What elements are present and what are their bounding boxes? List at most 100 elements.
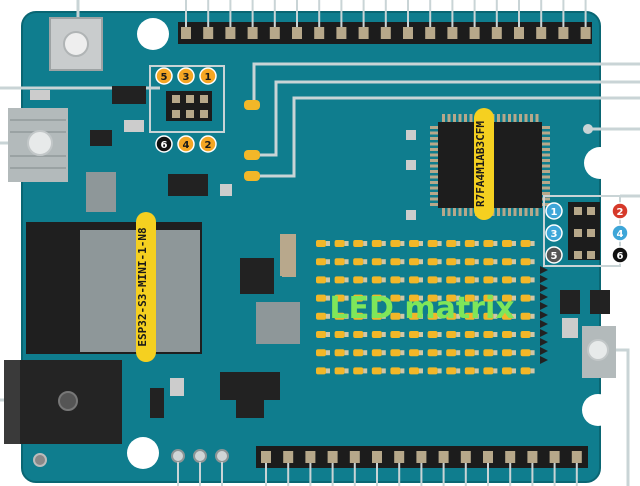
- status-leds: [244, 100, 260, 181]
- matrix-led-pad: [381, 350, 386, 356]
- mcu-pin: [540, 153, 550, 157]
- mcu-pin: [469, 206, 473, 216]
- icsp-pin-number: 2: [205, 140, 212, 151]
- matrix-led-pad: [344, 259, 349, 265]
- matrix-led: [390, 258, 401, 266]
- icsp-pin-number: 3: [183, 72, 190, 83]
- icsp-pin: [587, 207, 595, 215]
- mcu-pin: [513, 206, 517, 216]
- icsp-pin-number: 6: [161, 140, 168, 151]
- matrix-led: [427, 331, 438, 338]
- matrix-led: [390, 294, 401, 302]
- mcu-pin: [519, 114, 522, 124]
- matrix-led: [427, 276, 438, 284]
- matrix-led: [334, 294, 345, 302]
- matrix-led-pad: [419, 350, 423, 356]
- icsp-pin: [587, 251, 595, 259]
- matrix-led: [316, 294, 326, 302]
- header-pin: [372, 451, 382, 463]
- icsp-pin-marker: [611, 224, 629, 242]
- usb-c-connector-icon[interactable]: [8, 108, 68, 182]
- icsp-pin: [200, 95, 208, 103]
- icsp-pin-number: 4: [617, 229, 624, 240]
- mcu-pin: [430, 192, 440, 195]
- mounting-hole: [584, 147, 616, 179]
- matrix-led-pad: [437, 332, 442, 337]
- icsp-pin-number: 6: [617, 251, 624, 262]
- mcu-pin: [508, 114, 511, 124]
- esp32-module: ESP32-S3-MINI-1-N8: [26, 212, 202, 362]
- matrix-led: [353, 349, 364, 357]
- matrix-led-pad: [326, 241, 330, 246]
- header-pin: [394, 451, 405, 463]
- matrix-led-pad: [363, 350, 368, 356]
- icsp-pin-number: 5: [161, 72, 168, 83]
- mcu-pin: [540, 148, 550, 151]
- header-pin: [447, 27, 458, 39]
- mcu-pin: [447, 114, 451, 124]
- matrix-led: [334, 258, 345, 266]
- matrix-led: [371, 367, 382, 375]
- matrix-led-pad: [326, 295, 330, 301]
- matrix-led-pad: [530, 313, 535, 319]
- header-pin: [261, 451, 271, 463]
- matrix-led-pad: [326, 368, 330, 374]
- header-pin: [181, 27, 191, 39]
- mcu-pin: [530, 114, 533, 124]
- header-pin: [380, 27, 391, 39]
- matrix-led: [371, 276, 382, 284]
- matrix-led: [502, 240, 512, 247]
- matrix-led: [371, 258, 382, 266]
- header-pin: [469, 27, 480, 39]
- dc-power-jack-icon[interactable]: [4, 360, 122, 444]
- mcu-pin: [524, 206, 528, 216]
- matrix-led-pad: [344, 295, 349, 301]
- icsp-pin-number: 5: [551, 251, 558, 262]
- matrix-led: [316, 240, 326, 247]
- matrix-led: [502, 331, 512, 338]
- matrix-led-pad: [530, 259, 535, 265]
- matrix-led: [446, 294, 457, 302]
- matrix-led-pad: [512, 277, 516, 283]
- matrix-led-pad: [419, 241, 423, 246]
- matrix-led-pad: [493, 241, 498, 246]
- mcu-pin: [430, 159, 440, 162]
- header-pin: [580, 27, 591, 39]
- mcu-pin: [430, 153, 440, 157]
- matrix-led-pad: [400, 368, 405, 374]
- icsp-pin-marker: [199, 67, 217, 85]
- matrix-led-pad: [344, 313, 349, 319]
- matrix-led-pad: [437, 277, 442, 283]
- matrix-led: [316, 276, 326, 284]
- matrix-led: [502, 294, 512, 302]
- matrix-led-pad: [530, 295, 535, 301]
- matrix-led: [427, 349, 438, 357]
- icsp-pin-marker: [199, 135, 217, 153]
- matrix-led-pad: [474, 332, 479, 337]
- header-pin: [269, 27, 280, 39]
- reset-button-icon[interactable]: [49, 17, 103, 71]
- header-pin: [558, 27, 569, 39]
- matrix-led-pad: [493, 368, 498, 374]
- mcu-pin: [540, 164, 550, 168]
- matrix-led-pad: [363, 295, 368, 301]
- matrix-led-pad: [456, 259, 461, 265]
- mounting-hole: [127, 437, 159, 469]
- esp32-label: ESP32-S3-MINI-1-N8: [136, 227, 149, 346]
- matrix-led-pad: [512, 313, 516, 319]
- matrix-led-pad: [363, 368, 368, 374]
- matrix-led: [427, 294, 438, 302]
- matrix-led: [464, 258, 475, 266]
- matrix-led-pad: [493, 313, 498, 319]
- matrix-led: [520, 276, 531, 284]
- matrix-led: [353, 294, 364, 302]
- matrix-led: [390, 331, 401, 338]
- matrix-led: [334, 331, 345, 338]
- matrix-led-pad: [326, 350, 330, 356]
- header-pin: [514, 27, 524, 39]
- icsp-pin: [574, 229, 582, 237]
- matrix-led-pad: [474, 241, 479, 246]
- matrix-led-pad: [419, 295, 423, 301]
- matrix-led: [446, 367, 457, 375]
- matrix-led-pad: [474, 295, 479, 301]
